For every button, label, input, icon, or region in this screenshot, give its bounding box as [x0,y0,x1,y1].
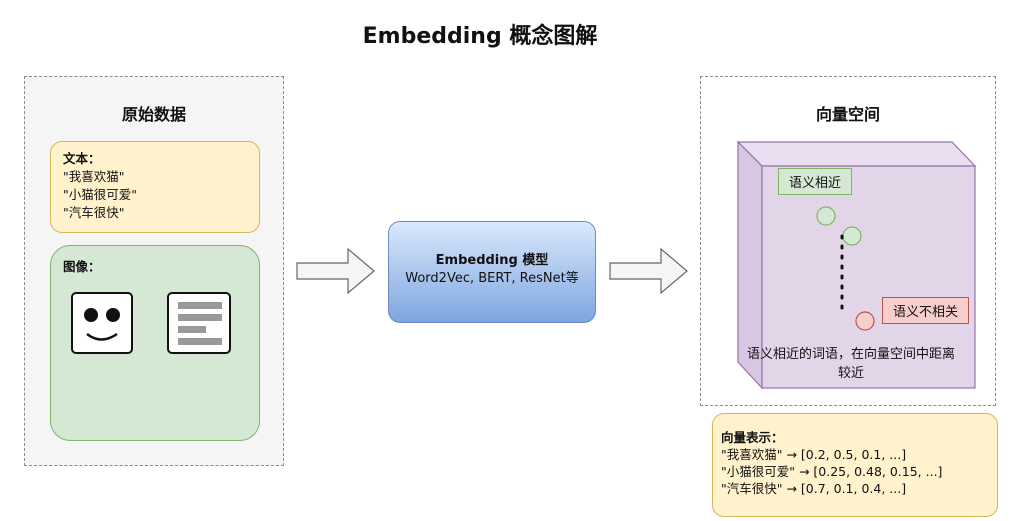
arrow-right-icon [609,247,688,295]
document-icon [167,292,231,354]
diagram-title: Embedding 概念图解 [362,24,598,49]
image-label: 图像： [63,259,101,274]
unrelated-point [855,311,875,331]
image-data-box: 图像： [50,245,260,441]
similar-label: 语义相近 [778,168,853,195]
vector-line: "我喜欢猫" → [0.2, 0.5, 0.1, ...] [721,447,907,462]
description-line: 较近 [837,366,864,381]
vector-representation-box: 向量表示： "我喜欢猫" → [0.2, 0.5, 0.1, ...] "小猫很… [712,413,998,517]
arrow-right-icon [296,247,375,295]
text-label: 文本： [63,151,101,166]
similar-point [816,206,836,226]
model-subtitle: Word2Vec, BERT, ResNet等 [405,271,579,286]
smiley-face-icon [71,292,133,354]
text-line: "汽车很快" [63,205,125,220]
embedding-model-box: Embedding 模型 Word2Vec, BERT, ResNet等 [388,221,596,323]
text-line: "我喜欢猫" [63,169,125,184]
text-data-box: 文本： "我喜欢猫" "小猫很可爱" "汽车很快" [50,141,260,233]
vector-line: "小猫很可爱" → [0.25, 0.48, 0.15, ...] [721,464,943,479]
model-title: Embedding 模型 [435,253,549,268]
vector-label: 向量表示： [721,430,784,445]
vector-space-panel: 向量空间 [700,76,996,406]
text-line: "小猫很可爱" [63,187,137,202]
vector-line: "汽车很快" → [0.7, 0.1, 0.4, ...] [721,481,907,496]
face-eye-left [84,308,98,322]
description-line: 语义相近的词语，在向量空间中距离 [746,347,955,362]
face-eye-right [106,308,120,322]
vector-space-cube [736,140,977,390]
vector-space-title: 向量空间 [815,105,880,124]
unrelated-label: 语义不相关 [882,297,970,324]
vector-space-description: 语义相近的词语，在向量空间中距离 较近 [706,345,996,383]
raw-data-title: 原始数据 [121,105,186,124]
